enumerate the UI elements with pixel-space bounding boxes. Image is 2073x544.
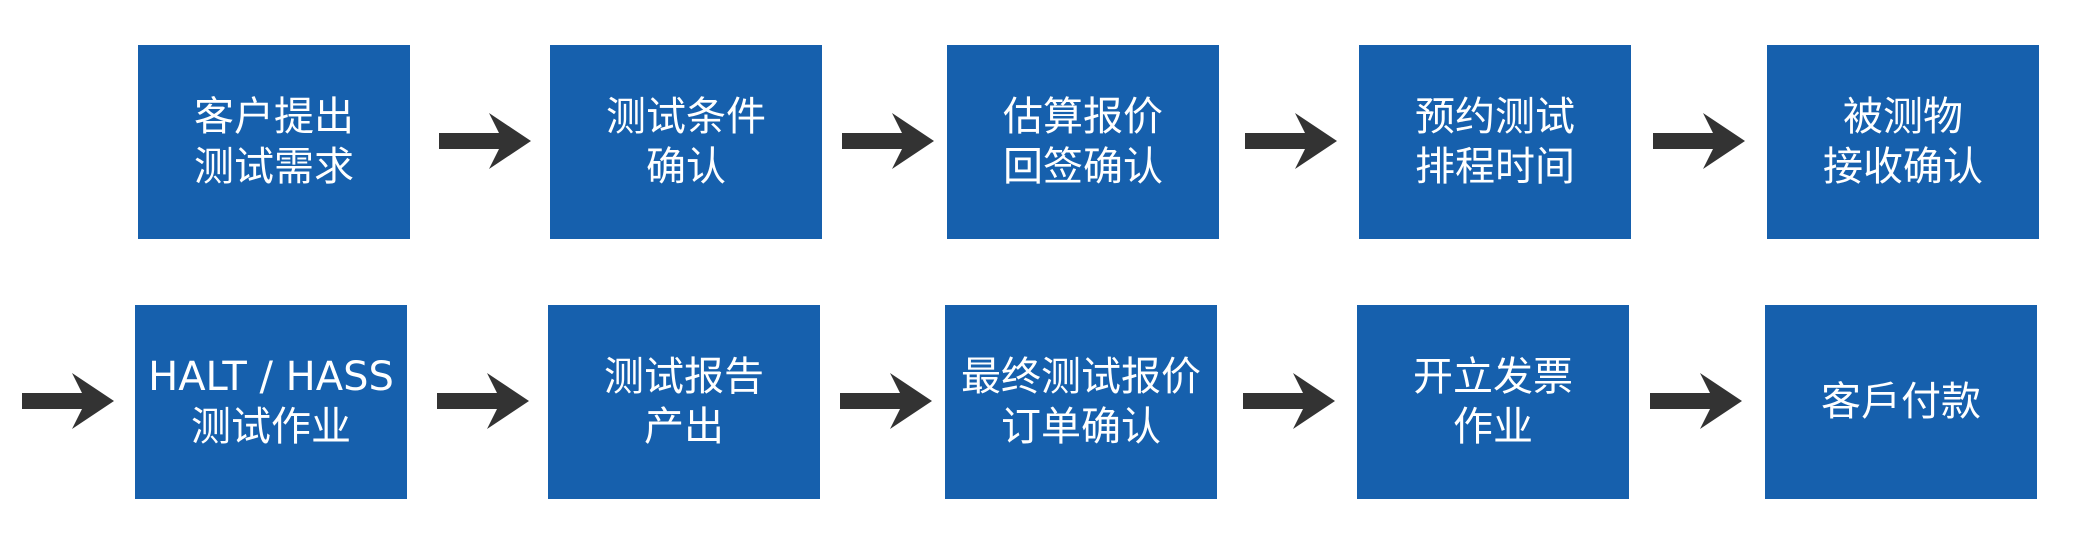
step-3-box: 估算报价 回签确认 [947,45,1219,239]
step-label: 估算报价 回签确认 [1003,94,1163,190]
step-label: 客戶付款 [1821,379,1981,425]
arrow-right-icon [437,373,529,429]
arrow-right-icon [22,373,114,429]
step-label: 客户提出 测试需求 [194,94,354,190]
step-2-box: 测试条件 确认 [550,45,822,239]
arrow-right-icon [1245,113,1337,169]
step-label: 最终测试报价 订单确认 [961,354,1201,450]
arrow-right-icon [1243,373,1335,429]
step-6-box: HALT / HASS 测试作业 [135,305,407,499]
step-label: 测试条件 确认 [606,94,766,190]
arrow-right-icon [842,113,934,169]
arrow-right-icon [1653,113,1745,169]
arrow-right-icon [1650,373,1742,429]
step-10-box: 客戶付款 [1765,305,2037,499]
step-5-box: 被测物 接收确认 [1767,45,2039,239]
step-9-box: 开立发票 作业 [1357,305,1629,499]
step-7-box: 测试报告 产出 [548,305,820,499]
step-label: 开立发票 作业 [1413,354,1573,450]
arrow-right-icon [840,373,932,429]
arrow-right-icon [439,113,531,169]
step-label: 被测物 接收确认 [1823,94,1983,190]
step-8-box: 最终测试报价 订单确认 [945,305,1217,499]
step-label: 测试报告 产出 [604,354,764,450]
step-4-box: 预约测试 排程时间 [1359,45,1631,239]
step-label: 预约测试 排程时间 [1415,94,1575,190]
step-1-box: 客户提出 测试需求 [138,45,410,239]
step-label: HALT / HASS 测试作业 [148,354,394,450]
